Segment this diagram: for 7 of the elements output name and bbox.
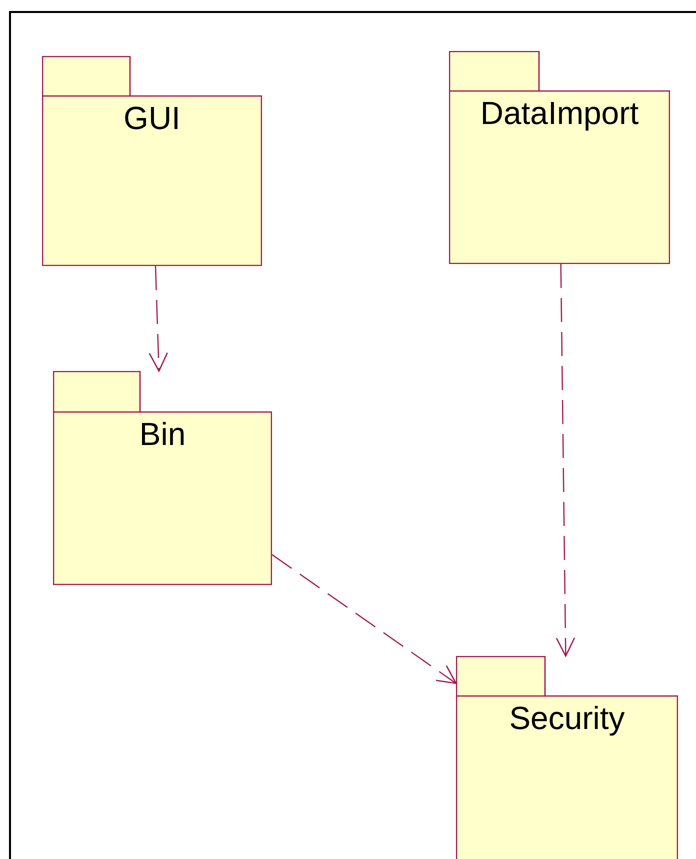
package-name: Bin: [139, 415, 186, 454]
dependency-arrow: [272, 554, 457, 684]
package-name: Security: [509, 699, 625, 738]
dependency-arrow: [556, 264, 576, 657]
package-name: GUI: [124, 99, 180, 138]
package-name: DataImport: [480, 94, 639, 133]
dependency-arrow: [148, 266, 168, 372]
